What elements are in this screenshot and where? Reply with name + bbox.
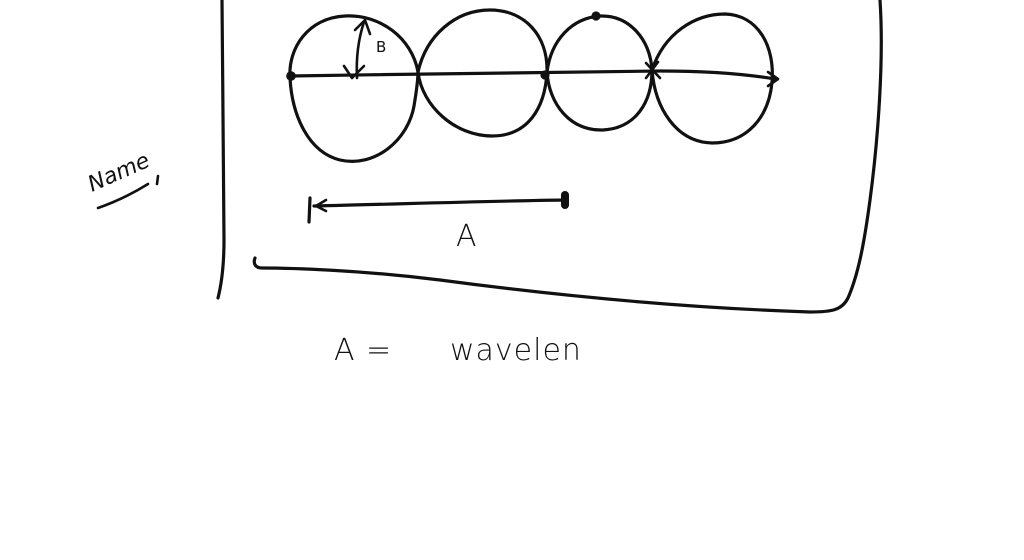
amplitude-label: B	[376, 38, 386, 56]
amplitude-arrow-head-bottom	[342, 64, 366, 80]
node-dot-left	[286, 71, 296, 81]
frame-left-edge	[216, 0, 226, 300]
wavelength-bar-start-cap	[307, 196, 312, 224]
amplitude-arrow-head-top	[353, 18, 372, 36]
crest-dot-loop-3	[591, 11, 601, 21]
wavelength-bar-line	[312, 198, 568, 208]
node-dot-middle	[540, 70, 550, 80]
wavelength-bar-end-cap	[561, 191, 569, 209]
node-cross-mark	[644, 60, 662, 80]
name-annotation: Name	[84, 148, 153, 197]
wavelength-bar-arrowhead	[314, 198, 328, 213]
name-tick-mark	[155, 174, 160, 186]
axis-end-tick	[766, 70, 780, 88]
name-underline	[96, 182, 150, 210]
wave-loop-4	[650, 12, 774, 145]
wave-axis-line	[288, 69, 777, 81]
equation-left: A =	[334, 333, 392, 368]
wave-loop-1	[288, 14, 420, 163]
name-text: Name	[84, 148, 153, 197]
equation-right: wavelen	[450, 333, 582, 368]
frame-right-bottom-edge	[252, 0, 883, 314]
wavelength-label: A	[456, 219, 477, 254]
